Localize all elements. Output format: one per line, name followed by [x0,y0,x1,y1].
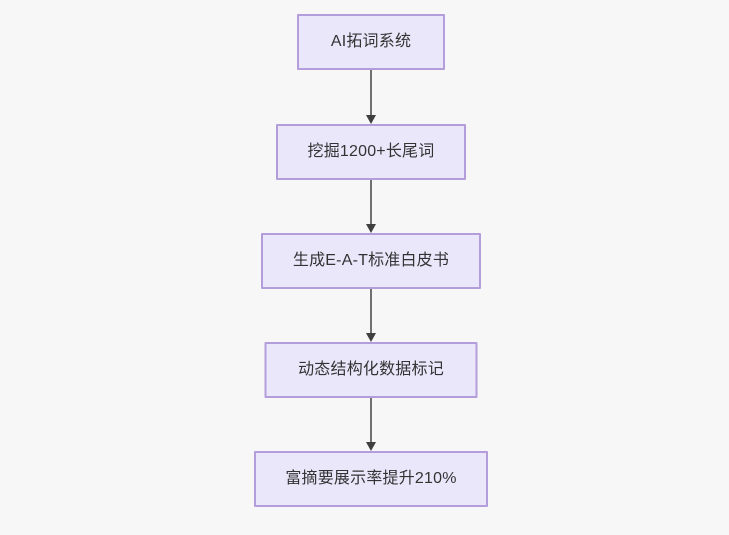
flow-node-label: 动态结构化数据标记 [298,361,444,379]
flow-node-mine-longtail-keywords[interactable]: 挖掘1200+长尾词 [276,124,466,180]
flow-arrow-3-to-4 [365,289,377,342]
arrow-head-icon [366,442,376,451]
arrow-shaft [370,180,372,224]
flow-node-generate-eat-whitepaper[interactable]: 生成E-A-T标准白皮书 [261,233,481,289]
flow-node-label: 富摘要展示率提升210% [285,470,457,488]
flow-node-label: 挖掘1200+长尾词 [307,143,435,161]
arrow-shaft [370,70,372,115]
flow-arrow-4-to-5 [365,398,377,451]
arrow-head-icon [366,224,376,233]
flow-node-dynamic-structured-data-markup[interactable]: 动态结构化数据标记 [264,342,478,398]
arrow-head-icon [366,115,376,124]
arrow-shaft [370,398,372,442]
arrow-head-icon [366,333,376,342]
flow-arrow-2-to-3 [365,180,377,233]
flow-node-label: 生成E-A-T标准白皮书 [292,252,450,270]
flow-node-ai-keyword-system[interactable]: AI拓词系统 [297,14,445,70]
flow-arrow-1-to-2 [365,70,377,124]
flow-node-label: AI拓词系统 [330,33,412,51]
arrow-shaft [370,289,372,333]
flow-node-rich-snippet-rate-increase[interactable]: 富摘要展示率提升210% [254,451,488,507]
